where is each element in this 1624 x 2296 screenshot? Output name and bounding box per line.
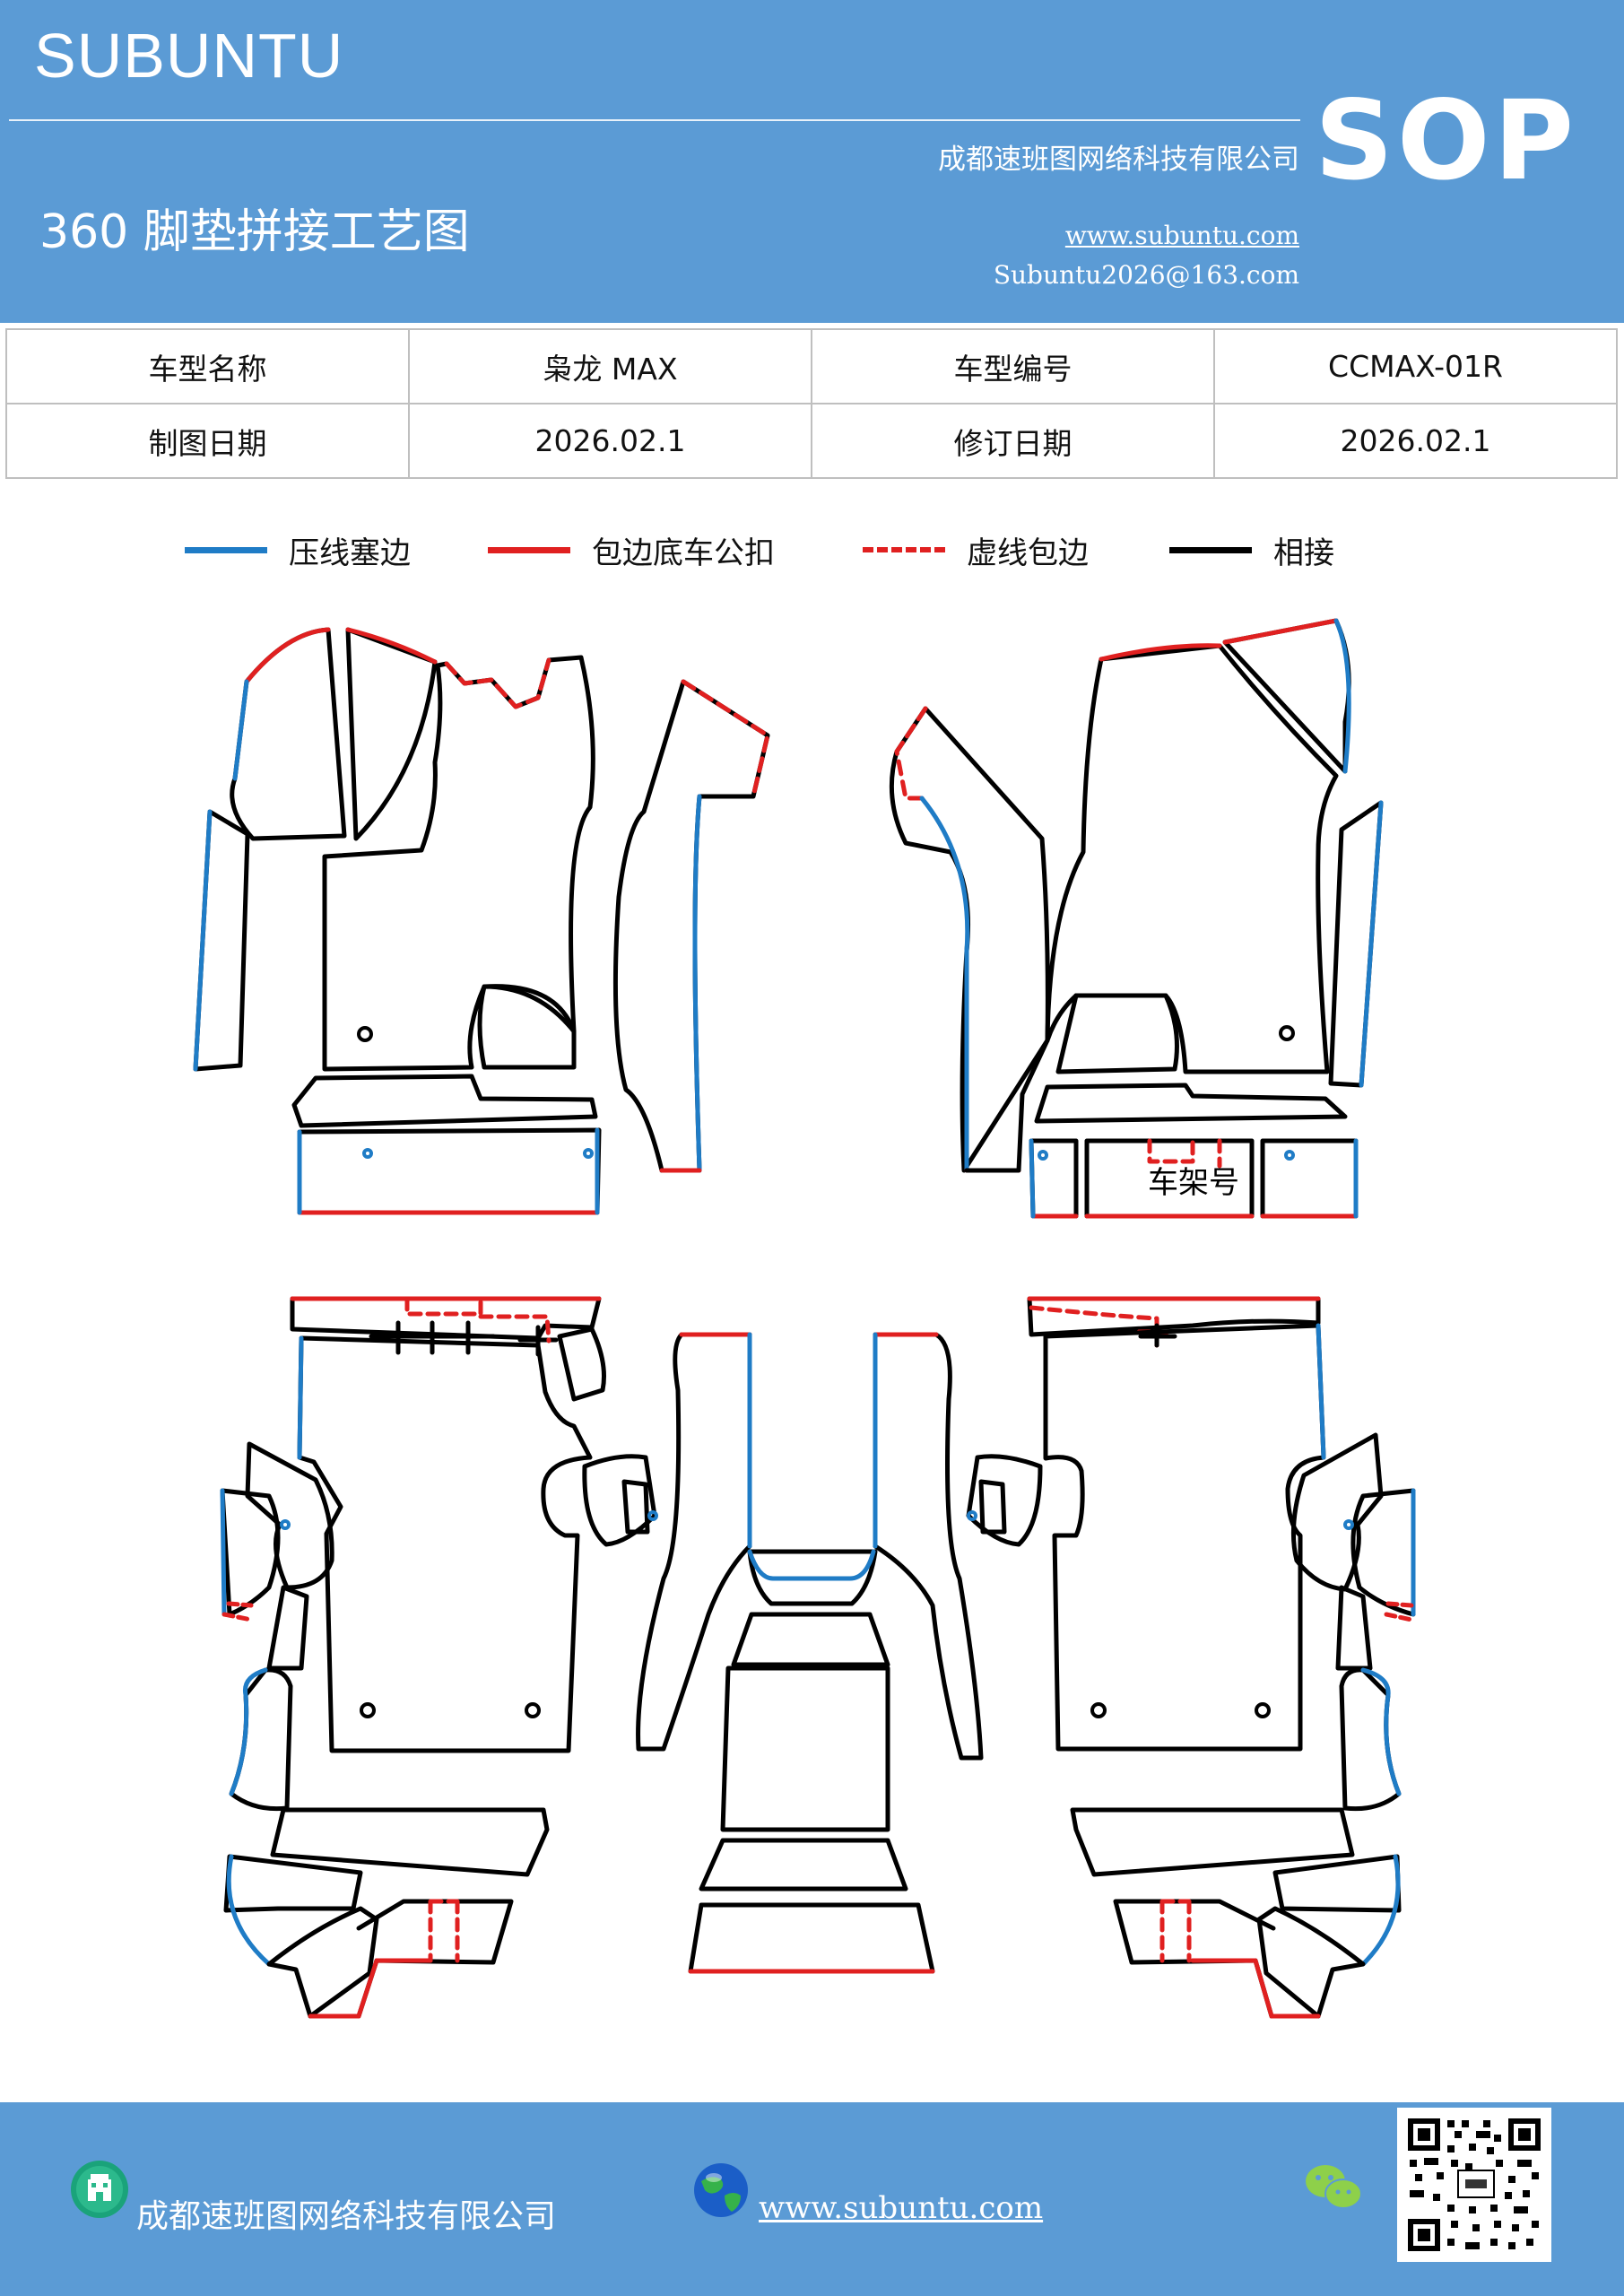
- building-icon: [71, 2161, 128, 2218]
- table-cell: 车型编号: [811, 328, 1215, 404]
- table-cell: 2026.02.1: [408, 403, 812, 479]
- qr-code[interactable]: [1397, 2108, 1551, 2262]
- brand-logo-text: SUBUNTU: [34, 21, 344, 91]
- legend-label: 压线塞边: [289, 535, 411, 571]
- front-right-mat-group: 车架号: [889, 618, 1384, 1219]
- legend-swatch-black: [1169, 546, 1252, 553]
- legend-swatch-blue: [185, 546, 267, 553]
- header-company-name: 成都速班图网络科技有限公司: [938, 144, 1299, 176]
- document-title: 360 脚垫拼接工艺图: [39, 205, 470, 259]
- table-row: 车型名称 枭龙 MAX 车型编号 CCMAX-01R: [5, 328, 1618, 404]
- table-cell: 车型名称: [5, 328, 410, 404]
- table-cell: 2026.02.1: [1213, 403, 1618, 479]
- frame-number-label: 车架号: [1148, 1165, 1239, 1201]
- globe-icon: [694, 2163, 748, 2217]
- legend-swatch-red-dashed: [863, 547, 945, 552]
- footer-website-link[interactable]: www.subuntu.com: [759, 2190, 1044, 2226]
- wechat-icon: [1306, 2165, 1362, 2209]
- table-cell: CCMAX-01R: [1213, 328, 1618, 404]
- footer-company-name: 成都速班图网络科技有限公司: [136, 2198, 557, 2235]
- legend-label: 虚线包边: [967, 535, 1089, 571]
- front-left-mat-group: [193, 627, 770, 1215]
- rear-left-mat-group: [220, 1296, 658, 2019]
- header-website-link[interactable]: www.subuntu.com: [1064, 221, 1299, 250]
- sop-label: SOP: [1315, 77, 1577, 204]
- legend-label: 包边底车公扣: [592, 535, 775, 571]
- table-cell: 制图日期: [5, 403, 410, 479]
- legend-item-red-dashed: 虚线包边: [863, 527, 1089, 572]
- center-mat-group: [636, 1332, 984, 1974]
- legend-item-black: 相接: [1169, 527, 1334, 572]
- vehicle-info-table: 车型名称 枭龙 MAX 车型编号 CCMAX-01R 制图日期 2026.02.…: [5, 328, 1618, 479]
- header-email[interactable]: Subuntu2026@163.com: [993, 260, 1299, 290]
- table-cell: 修订日期: [811, 403, 1215, 479]
- table-row: 制图日期 2026.02.1 修订日期 2026.02.1: [5, 403, 1618, 479]
- legend-swatch-red: [488, 546, 570, 553]
- header-banner: SUBUNTU 成都速班图网络科技有限公司 SOP 360 脚垫拼接工艺图 ww…: [0, 0, 1624, 323]
- legend-label: 相接: [1273, 535, 1334, 571]
- legend-item-blue: 压线塞边: [185, 527, 411, 572]
- header-divider: [9, 119, 1300, 121]
- rear-right-mat-group: [966, 1296, 1416, 2019]
- table-cell: 枭龙 MAX: [408, 328, 812, 404]
- legend-item-red: 包边底车公扣: [488, 527, 775, 572]
- floor-mat-diagram: 车架号: [193, 618, 1416, 2019]
- footer-banner: 成都速班图网络科技有限公司 www.subuntu.com: [0, 2102, 1624, 2296]
